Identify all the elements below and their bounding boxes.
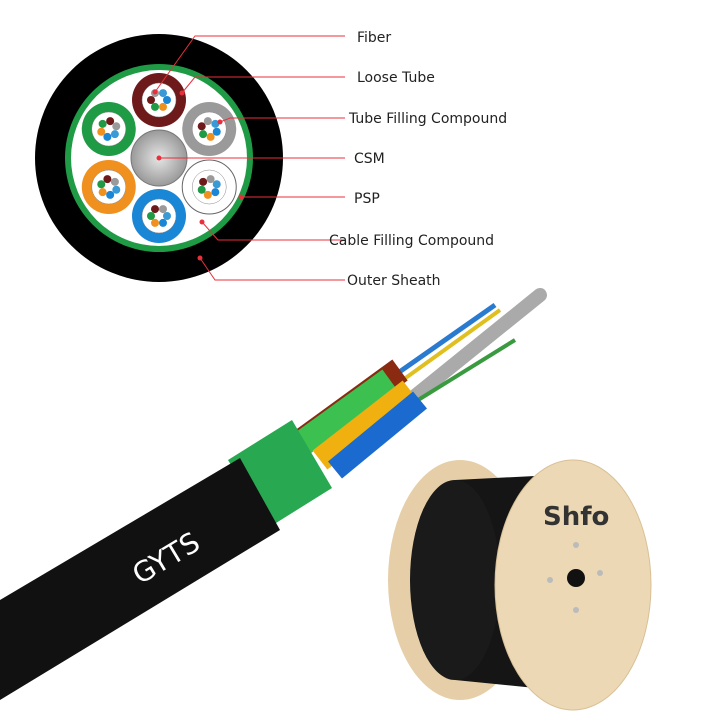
fiber <box>203 190 212 199</box>
fiber <box>199 177 208 186</box>
tube-filling-compound <box>91 169 127 205</box>
label-psp: PSP <box>354 191 380 207</box>
fiber <box>151 218 159 227</box>
fiber <box>106 190 115 199</box>
fiber <box>197 122 206 131</box>
fiber <box>211 119 220 128</box>
fiber <box>98 119 107 128</box>
fiber <box>212 127 221 136</box>
fiber <box>159 205 167 214</box>
tube-filling-compound <box>191 111 227 147</box>
fiber <box>103 175 112 184</box>
fiber <box>211 188 220 197</box>
fiber <box>147 96 155 104</box>
spool-hole <box>567 569 585 587</box>
fiber <box>98 188 107 197</box>
outer-sheath-cable <box>0 458 280 700</box>
label-loose-tube: Loose Tube <box>357 70 435 86</box>
fiber <box>159 89 167 98</box>
fiber <box>110 130 119 139</box>
fiber <box>103 132 112 141</box>
fiber <box>112 122 121 131</box>
tube-filling-compound <box>91 111 127 147</box>
fiber <box>147 212 155 220</box>
label-tube-filling-compound: Tube Filling Compound <box>348 111 507 127</box>
tube-filling-compound <box>191 169 227 205</box>
cable-spool: Shfo <box>388 459 652 711</box>
fiber <box>199 130 208 139</box>
fiber <box>151 205 159 214</box>
fiber <box>97 127 106 136</box>
label-fiber: Fiber <box>357 30 391 46</box>
fiber <box>212 180 221 189</box>
fiber <box>163 212 171 220</box>
fiber <box>159 218 167 227</box>
fiber <box>206 175 215 184</box>
fiber <box>112 185 121 194</box>
tube-filling-compound <box>141 82 177 118</box>
fiber <box>206 132 215 141</box>
fiber <box>151 102 159 111</box>
fiber <box>97 180 106 189</box>
label-outer-sheath: Outer Sheath <box>347 273 441 289</box>
fiber <box>106 117 115 126</box>
leader-lines <box>154 35 345 281</box>
fiber <box>197 185 206 194</box>
spool-brand: Shfo <box>543 502 609 532</box>
label-cable-filling-compound: Cable Filling Compound <box>329 233 494 249</box>
label-csm: CSM <box>354 151 385 167</box>
tube-filling-compound <box>141 198 177 234</box>
fiber <box>110 177 119 186</box>
fiber <box>159 102 167 111</box>
fiber <box>163 96 171 104</box>
fiber <box>203 117 212 126</box>
stripped-cable: GYTS <box>0 288 547 700</box>
